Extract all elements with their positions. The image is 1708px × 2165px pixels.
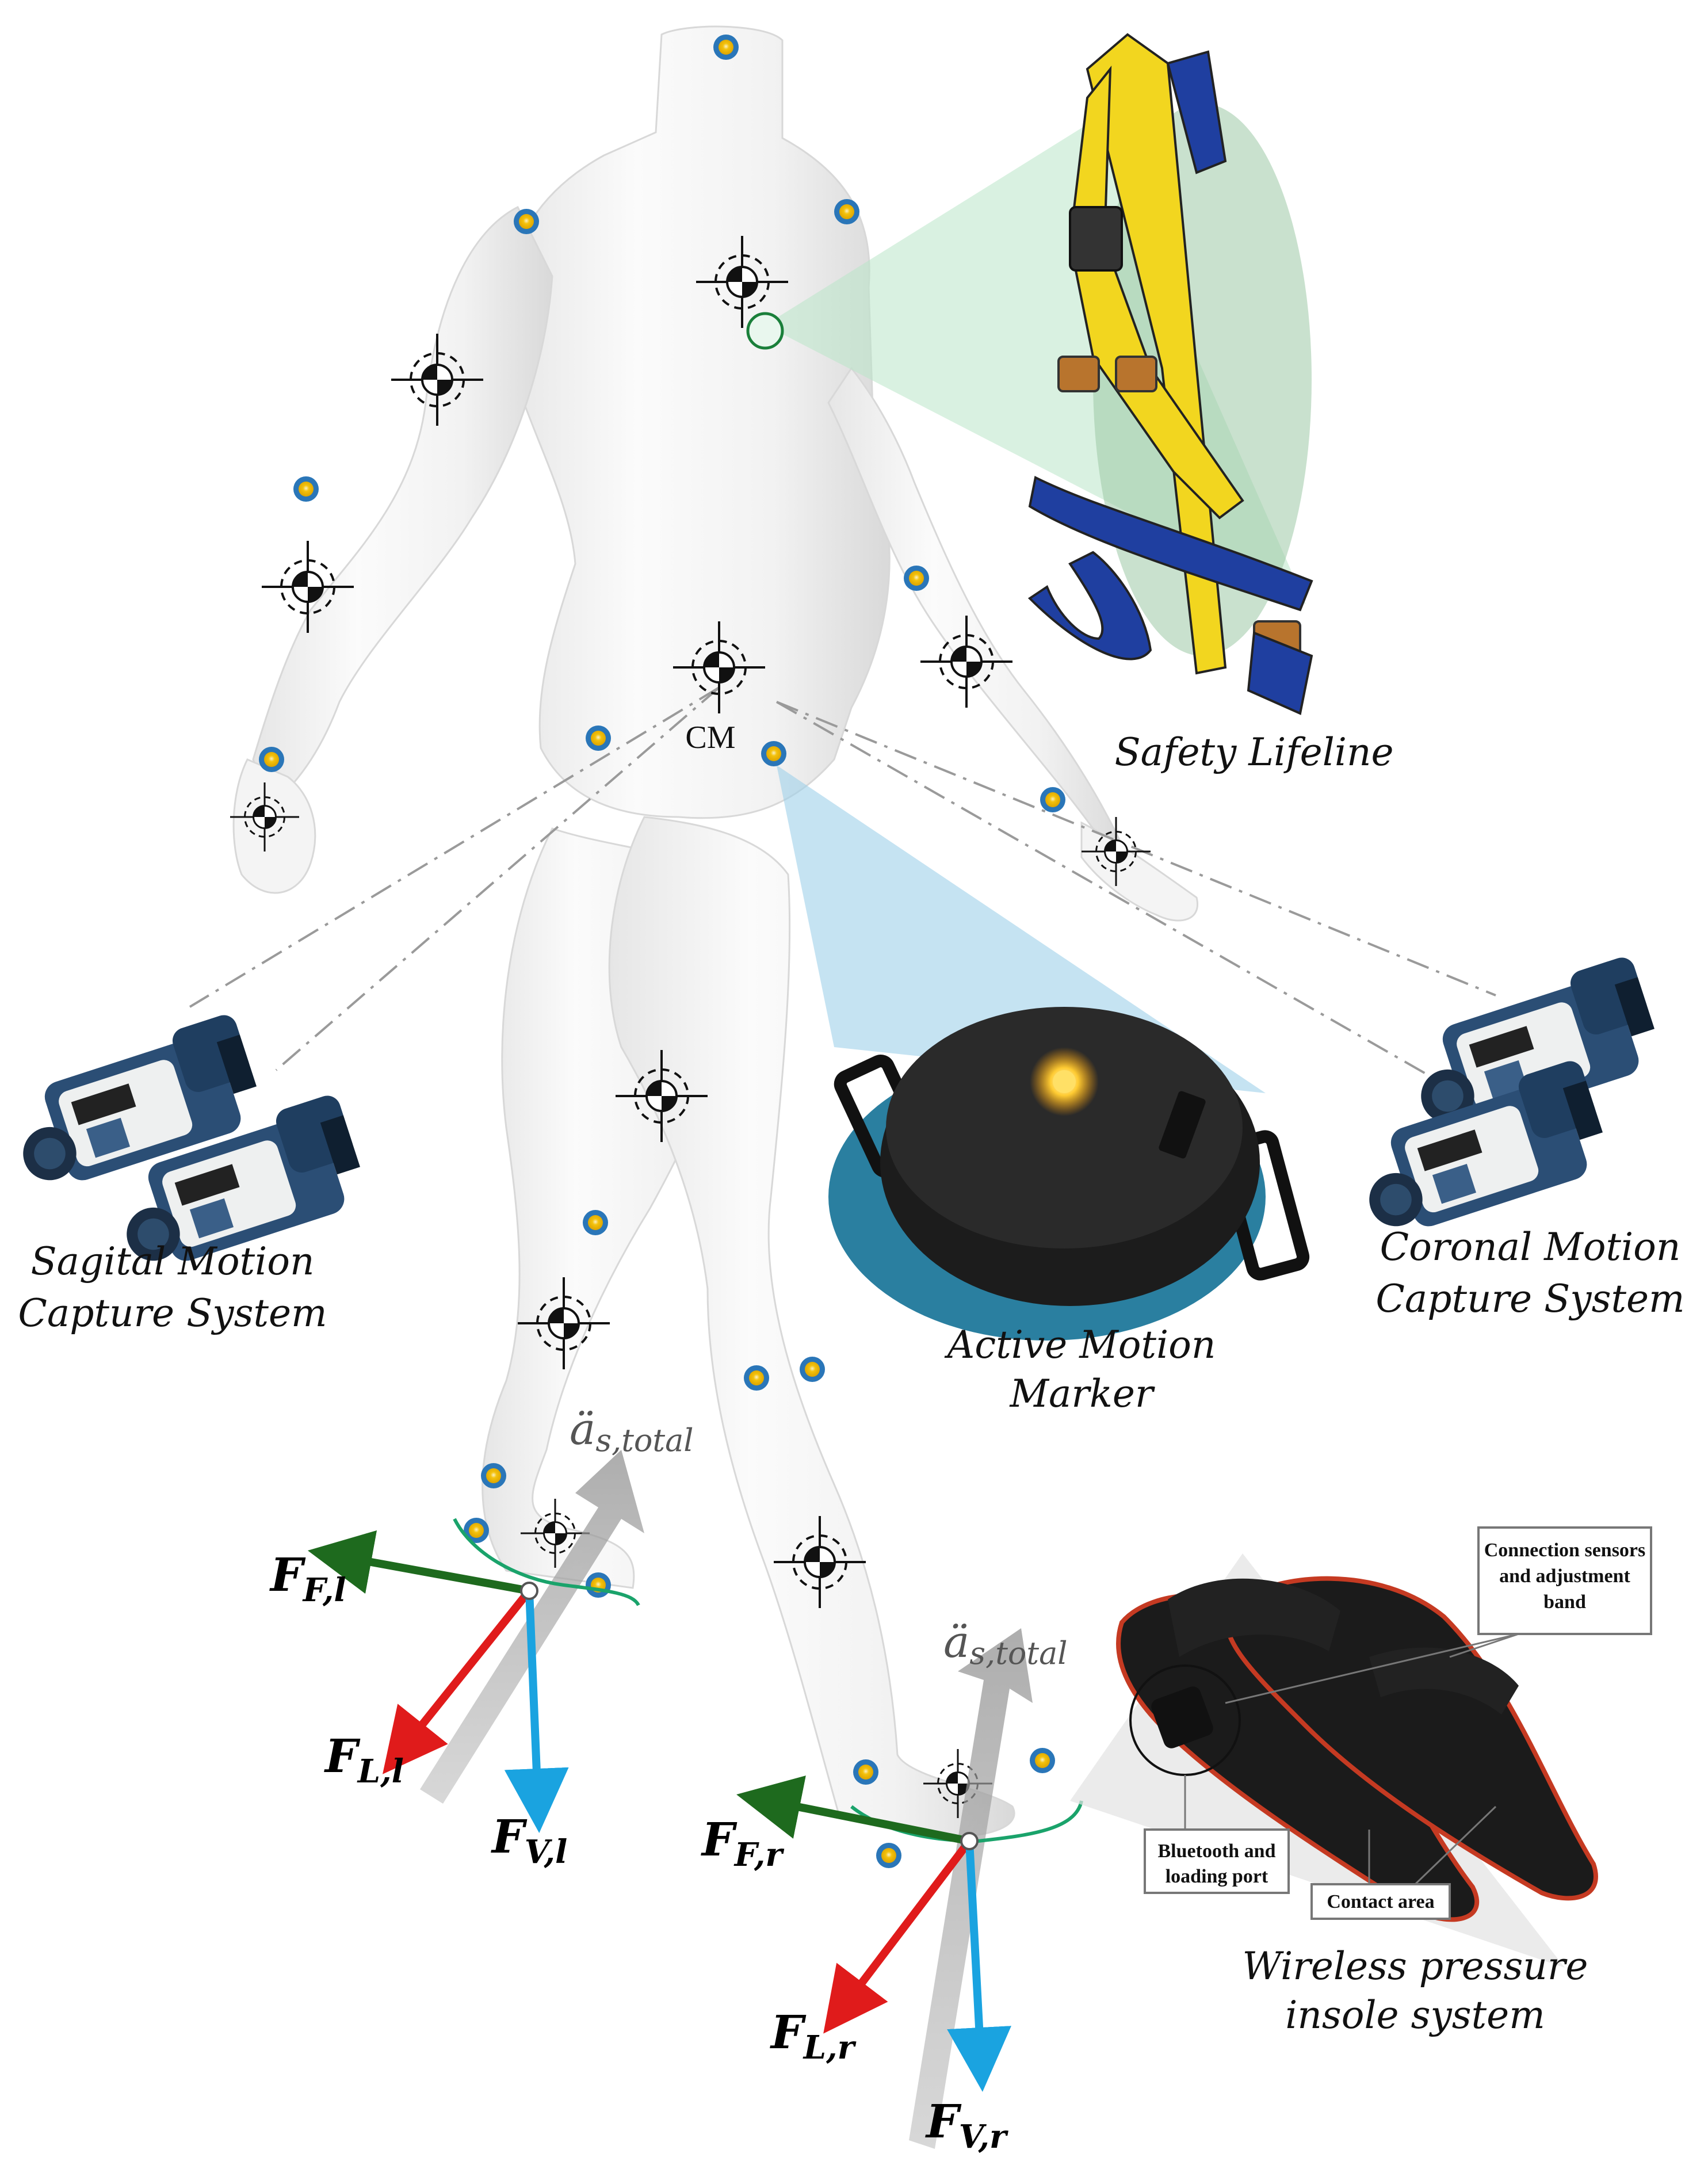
marker-view-cone (777, 765, 1266, 1093)
safety-lifeline-label: Safety Lifeline (1114, 730, 1393, 774)
marker-elbow-right-icon (904, 566, 929, 591)
sagittal-camera-system: Sagital Motion Capture System (0, 1011, 372, 1335)
marker-head-icon (713, 35, 739, 60)
insole-label-line1: Wireless pressure (1243, 1944, 1588, 1988)
marker-ankle-left-icon (481, 1463, 506, 1488)
svg-text:band: band (1543, 1591, 1586, 1613)
wireless-insole-group: Connection sensors and adjustment band B… (1070, 1526, 1652, 2037)
left-cop-point (520, 1582, 538, 1600)
marker-toe-left-icon (586, 1572, 611, 1598)
marker-shoulder-right-icon (834, 199, 859, 224)
right-lateral-force-arrow (823, 1838, 973, 2034)
left-insole-outline (453, 1518, 640, 1606)
left-foot-force-diagram: äs,total FF,l FL,l FV,l (269, 1403, 694, 1871)
svg-text:loading port: loading port (1166, 1866, 1268, 1887)
marker-knee-right-inner-icon (744, 1365, 769, 1391)
active-marker-label-line1: Active Motion (944, 1323, 1216, 1367)
marker-hip-left-icon (586, 726, 611, 751)
right-accel-label: äs,total (943, 1616, 1068, 1671)
active-marker-group: Active Motion Marker (777, 765, 1310, 1416)
svg-text:Connection sensors: Connection sensors (1484, 1540, 1646, 1561)
right-ff-label: FF,r (701, 1812, 784, 1874)
cm-label: CM (685, 720, 735, 755)
segment-com-targets: CM (229, 235, 1152, 1819)
coronal-camera-system: Coronal Motion Capture System (1346, 954, 1685, 1321)
bluetooth-callout: Bluetooth and loading port (1144, 1775, 1290, 1894)
safety-lifeline-group: Safety Lifeline (765, 33, 1394, 774)
marker-elbow-left-icon (293, 476, 319, 502)
left-fore-aft-force-arrow (307, 1530, 530, 1595)
marker-wrist-right-icon (1040, 787, 1065, 812)
left-accel-label: äs,total (570, 1403, 694, 1458)
right-fl-label: FL,r (770, 2005, 857, 2067)
contact-area-callout: Contact area (1310, 1805, 1497, 1920)
right-fv-label: FV,r (925, 2094, 1008, 2156)
right-cop-point (960, 1832, 979, 1850)
left-fl-label: FL,l (324, 1729, 404, 1790)
camera-sight-lines (189, 686, 1496, 1089)
svg-text:and adjustment: and adjustment (1499, 1565, 1630, 1587)
left-vertical-force-arrow (504, 1590, 569, 1833)
active-motion-marker-device (834, 1007, 1310, 1306)
marker-hip-right-icon (761, 741, 786, 766)
insole-label-line2: insole system (1285, 1993, 1545, 2037)
marker-heel-right-icon (876, 1843, 901, 1868)
left-fv-label: FV,l (491, 1809, 567, 1871)
human-body-model (232, 25, 1198, 1838)
safety-harness-image (1027, 33, 1313, 715)
marker-ankle-right-icon (853, 1759, 878, 1785)
marker-shoulder-left-icon (514, 209, 539, 234)
marker-toe-right-icon (1030, 1748, 1055, 1773)
active-marker-label-line2: Marker (1009, 1372, 1155, 1416)
marker-knee-right-outer-icon (800, 1357, 825, 1382)
left-lateral-force-arrow (383, 1588, 533, 1774)
sagittal-label-line2: Capture System (18, 1291, 327, 1335)
right-fore-aft-force-arrow (736, 1775, 970, 1845)
right-foot-force-diagram: äs,total FF,r FL,r FV,r (701, 1616, 1083, 2156)
marker-knee-left-icon (583, 1210, 608, 1235)
svg-text:Bluetooth and: Bluetooth and (1158, 1841, 1276, 1862)
left-ff-label: FF,l (269, 1548, 346, 1609)
right-vertical-force-arrow (947, 1841, 1011, 2092)
coronal-label-line1: Coronal Motion (1380, 1225, 1681, 1269)
connection-sensors-callout: Connection sensors and adjustment band (1225, 1526, 1652, 1704)
svg-text:Contact area: Contact area (1327, 1891, 1434, 1912)
sagittal-label-line1: Sagital Motion (30, 1239, 314, 1284)
coronal-label-line2: Capture System (1375, 1277, 1684, 1321)
marker-wrist-left-icon (259, 747, 284, 772)
lifeline-attachment-icon (746, 312, 784, 350)
insole-sandals-image (1116, 1576, 1598, 1922)
